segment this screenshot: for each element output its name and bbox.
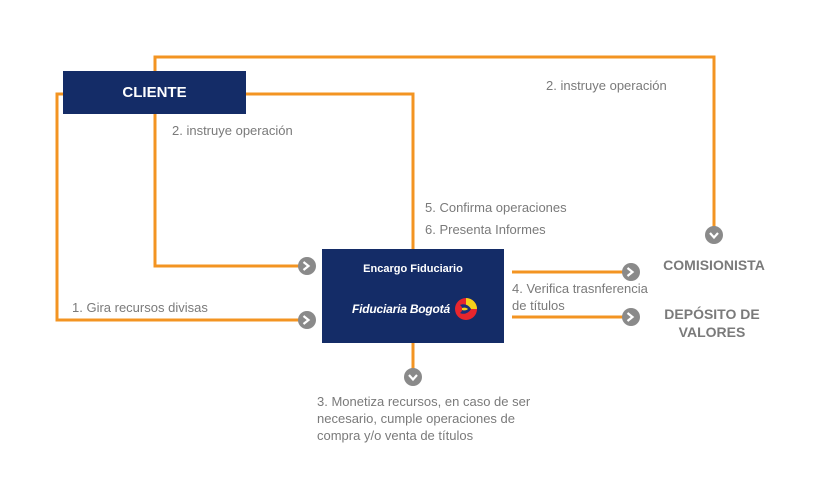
cliente-box: CLIENTE (63, 71, 246, 114)
fiduciaria-logo: Fiduciaria Bogotá (352, 297, 478, 321)
logo-text: Fiduciaria Bogotá (352, 302, 450, 316)
label-verifica: 4. Verifica trasnferencia de títulos (512, 280, 648, 314)
cliente-label: CLIENTE (122, 84, 187, 101)
line-top-to-comisionista (153, 55, 716, 228)
markers (298, 226, 723, 386)
chevron-marker-icon (298, 311, 316, 329)
label-instruye-top: 2. instruye operación (546, 78, 667, 93)
chevron-marker-icon (404, 368, 422, 386)
label-confirma: 5. Confirma operaciones (425, 200, 567, 215)
node-deposito-line2: VALORES (678, 324, 746, 340)
label-monetiza: 3. Monetiza recursos, en caso de ser nec… (317, 393, 530, 444)
label-monetiza-line2: necesario, cumple operaciones de (317, 411, 516, 426)
chevron-marker-icon (705, 226, 723, 244)
label-instruye-left: 2. instruye operación (172, 123, 293, 138)
node-deposito-valores: DEPÓSITO DE VALORES (650, 305, 774, 341)
label-verifica-line2: de títulos (512, 298, 565, 313)
encargo-title: Encargo Fiduciario (363, 263, 463, 275)
node-deposito-line1: DEPÓSITO DE (664, 306, 760, 322)
chevron-marker-icon (298, 257, 316, 275)
node-comisionista: COMISIONISTA (663, 257, 765, 273)
fiduciaria-logo-icon (454, 298, 477, 320)
line-encargo-to-cliente (246, 92, 415, 249)
line-gira-recursos (55, 92, 300, 322)
encargo-fiduciario-box: Encargo Fiduciario Fiduciaria Bogotá (322, 249, 504, 343)
label-verifica-line1: 4. Verifica trasnferencia (512, 281, 648, 296)
label-monetiza-line3: compra y/o venta de títulos (317, 428, 474, 443)
label-presenta: 6. Presenta Informes (425, 222, 546, 237)
chevron-marker-icon (622, 308, 640, 326)
label-monetiza-line1: 3. Monetiza recursos, en caso de ser (317, 394, 531, 409)
chevron-marker-icon (622, 263, 640, 281)
line-cliente-to-encargo (153, 114, 300, 268)
label-gira: 1. Gira recursos divisas (72, 300, 208, 315)
